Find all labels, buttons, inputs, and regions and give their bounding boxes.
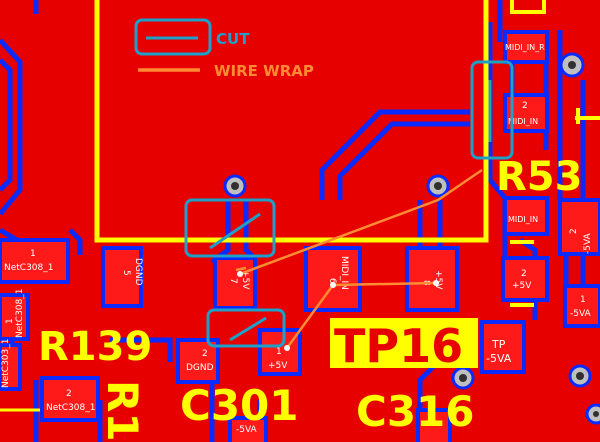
wire-wrap-node-1 [237, 271, 243, 277]
netc308-1-net: NetC308_1 [4, 263, 54, 273]
pad-bottom-5va[interactable] [228, 416, 268, 442]
pad-netc308-1[interactable] [0, 238, 70, 284]
r53-designator: R53 [496, 154, 582, 200]
r1-designator: R1 [98, 380, 147, 442]
legend: CUT WIRE WRAP [134, 18, 314, 80]
cut-line-2 [229, 316, 267, 342]
c316-designator: C316 [356, 387, 475, 436]
pad-right-2[interactable] [558, 198, 600, 256]
right-2-net: -5VA [583, 232, 593, 254]
wire-wrap-node-2 [284, 345, 290, 351]
midi6-net: MIDI_IN [339, 256, 349, 290]
netc308-left-net: NetC308_1 [15, 289, 25, 339]
ic-silkscreen-outline [94, 0, 489, 243]
p7-num: 7 [228, 278, 238, 284]
pad-7-5v[interactable] [213, 256, 257, 310]
cut-box-3[interactable] [470, 60, 514, 160]
c301-designator: C301 [180, 381, 299, 430]
wire-wrap-node-3 [330, 282, 336, 288]
pads [0, 30, 600, 442]
legend-wire-wrap-label: WIRE WRAP [214, 62, 314, 80]
pad-num-2: 2 [522, 101, 528, 111]
r-p2-num: 2 [521, 269, 527, 279]
pad-netc308-bottom[interactable] [40, 376, 100, 422]
pad-dgnd-5[interactable] [101, 246, 143, 308]
pad-8-5v[interactable] [405, 246, 459, 312]
p7-net: +5V [240, 270, 250, 290]
r139-designator: R139 [38, 324, 152, 370]
cut-box-2[interactable] [206, 308, 286, 348]
cut-line-1 [209, 212, 261, 250]
pad-midi-in-1[interactable] [503, 196, 549, 236]
legend-cut-label: CUT [216, 30, 250, 48]
pad-label-midi-in-2: MIDI_IN [508, 117, 538, 126]
midi6-num: 6 [327, 278, 337, 284]
pad-netc308-left[interactable] [0, 293, 30, 341]
netc308-left-num: 1 [5, 318, 15, 324]
wire-wrap-1-end [235, 266, 247, 272]
dgnd2-num: 2 [202, 349, 208, 359]
netc308-bot-net: NetC308_1 [46, 403, 96, 413]
r-p2-net: +5V [512, 281, 532, 291]
tp-5va[interactable] [480, 320, 526, 374]
wire-wrap-node-4 [433, 280, 439, 286]
tp16-silkscreen-box [330, 318, 478, 368]
tp-label: TP [491, 338, 506, 351]
pad-2-5v-right[interactable] [501, 256, 549, 302]
tp16-designator: TP16 [334, 319, 463, 373]
cut-marks [184, 60, 514, 348]
right-1-net: -5VA [570, 309, 592, 319]
p1-5v-num: 1 [276, 347, 282, 357]
p8-net: +5V [433, 270, 443, 290]
netc308-bot-num: 2 [66, 389, 72, 399]
pad-right-1[interactable] [563, 284, 600, 328]
right-1-num: 1 [580, 295, 586, 305]
netc308-1-num: 1 [30, 249, 36, 259]
p1-5v-net: +5V [268, 361, 288, 371]
netc303-net: NetC303_1 [1, 339, 11, 389]
tp-net: -5VA [486, 352, 512, 365]
wire-wrap-1 [239, 168, 483, 276]
legend-cut-icon [134, 18, 212, 56]
top-right-silkscreen [510, 0, 546, 14]
pad-netc303[interactable] [0, 343, 22, 391]
pad-midi-in-r[interactable] [503, 30, 549, 64]
dgnd5-num: 5 [121, 270, 131, 276]
pad-6-midi-in[interactable] [304, 246, 362, 312]
bottom-5va: -5VA [236, 425, 258, 435]
pad-bottom-c316[interactable] [416, 408, 452, 442]
right-2-num: 2 [569, 228, 579, 234]
pad-label-midi-in-r: MIDI_IN_R [505, 43, 545, 52]
dgnd2-net: DGND [186, 363, 214, 373]
dgnd5-net: DGND [133, 258, 143, 286]
pad-label-midi-in-1: MIDI_IN [508, 215, 538, 224]
cut-box-1[interactable] [184, 198, 276, 258]
